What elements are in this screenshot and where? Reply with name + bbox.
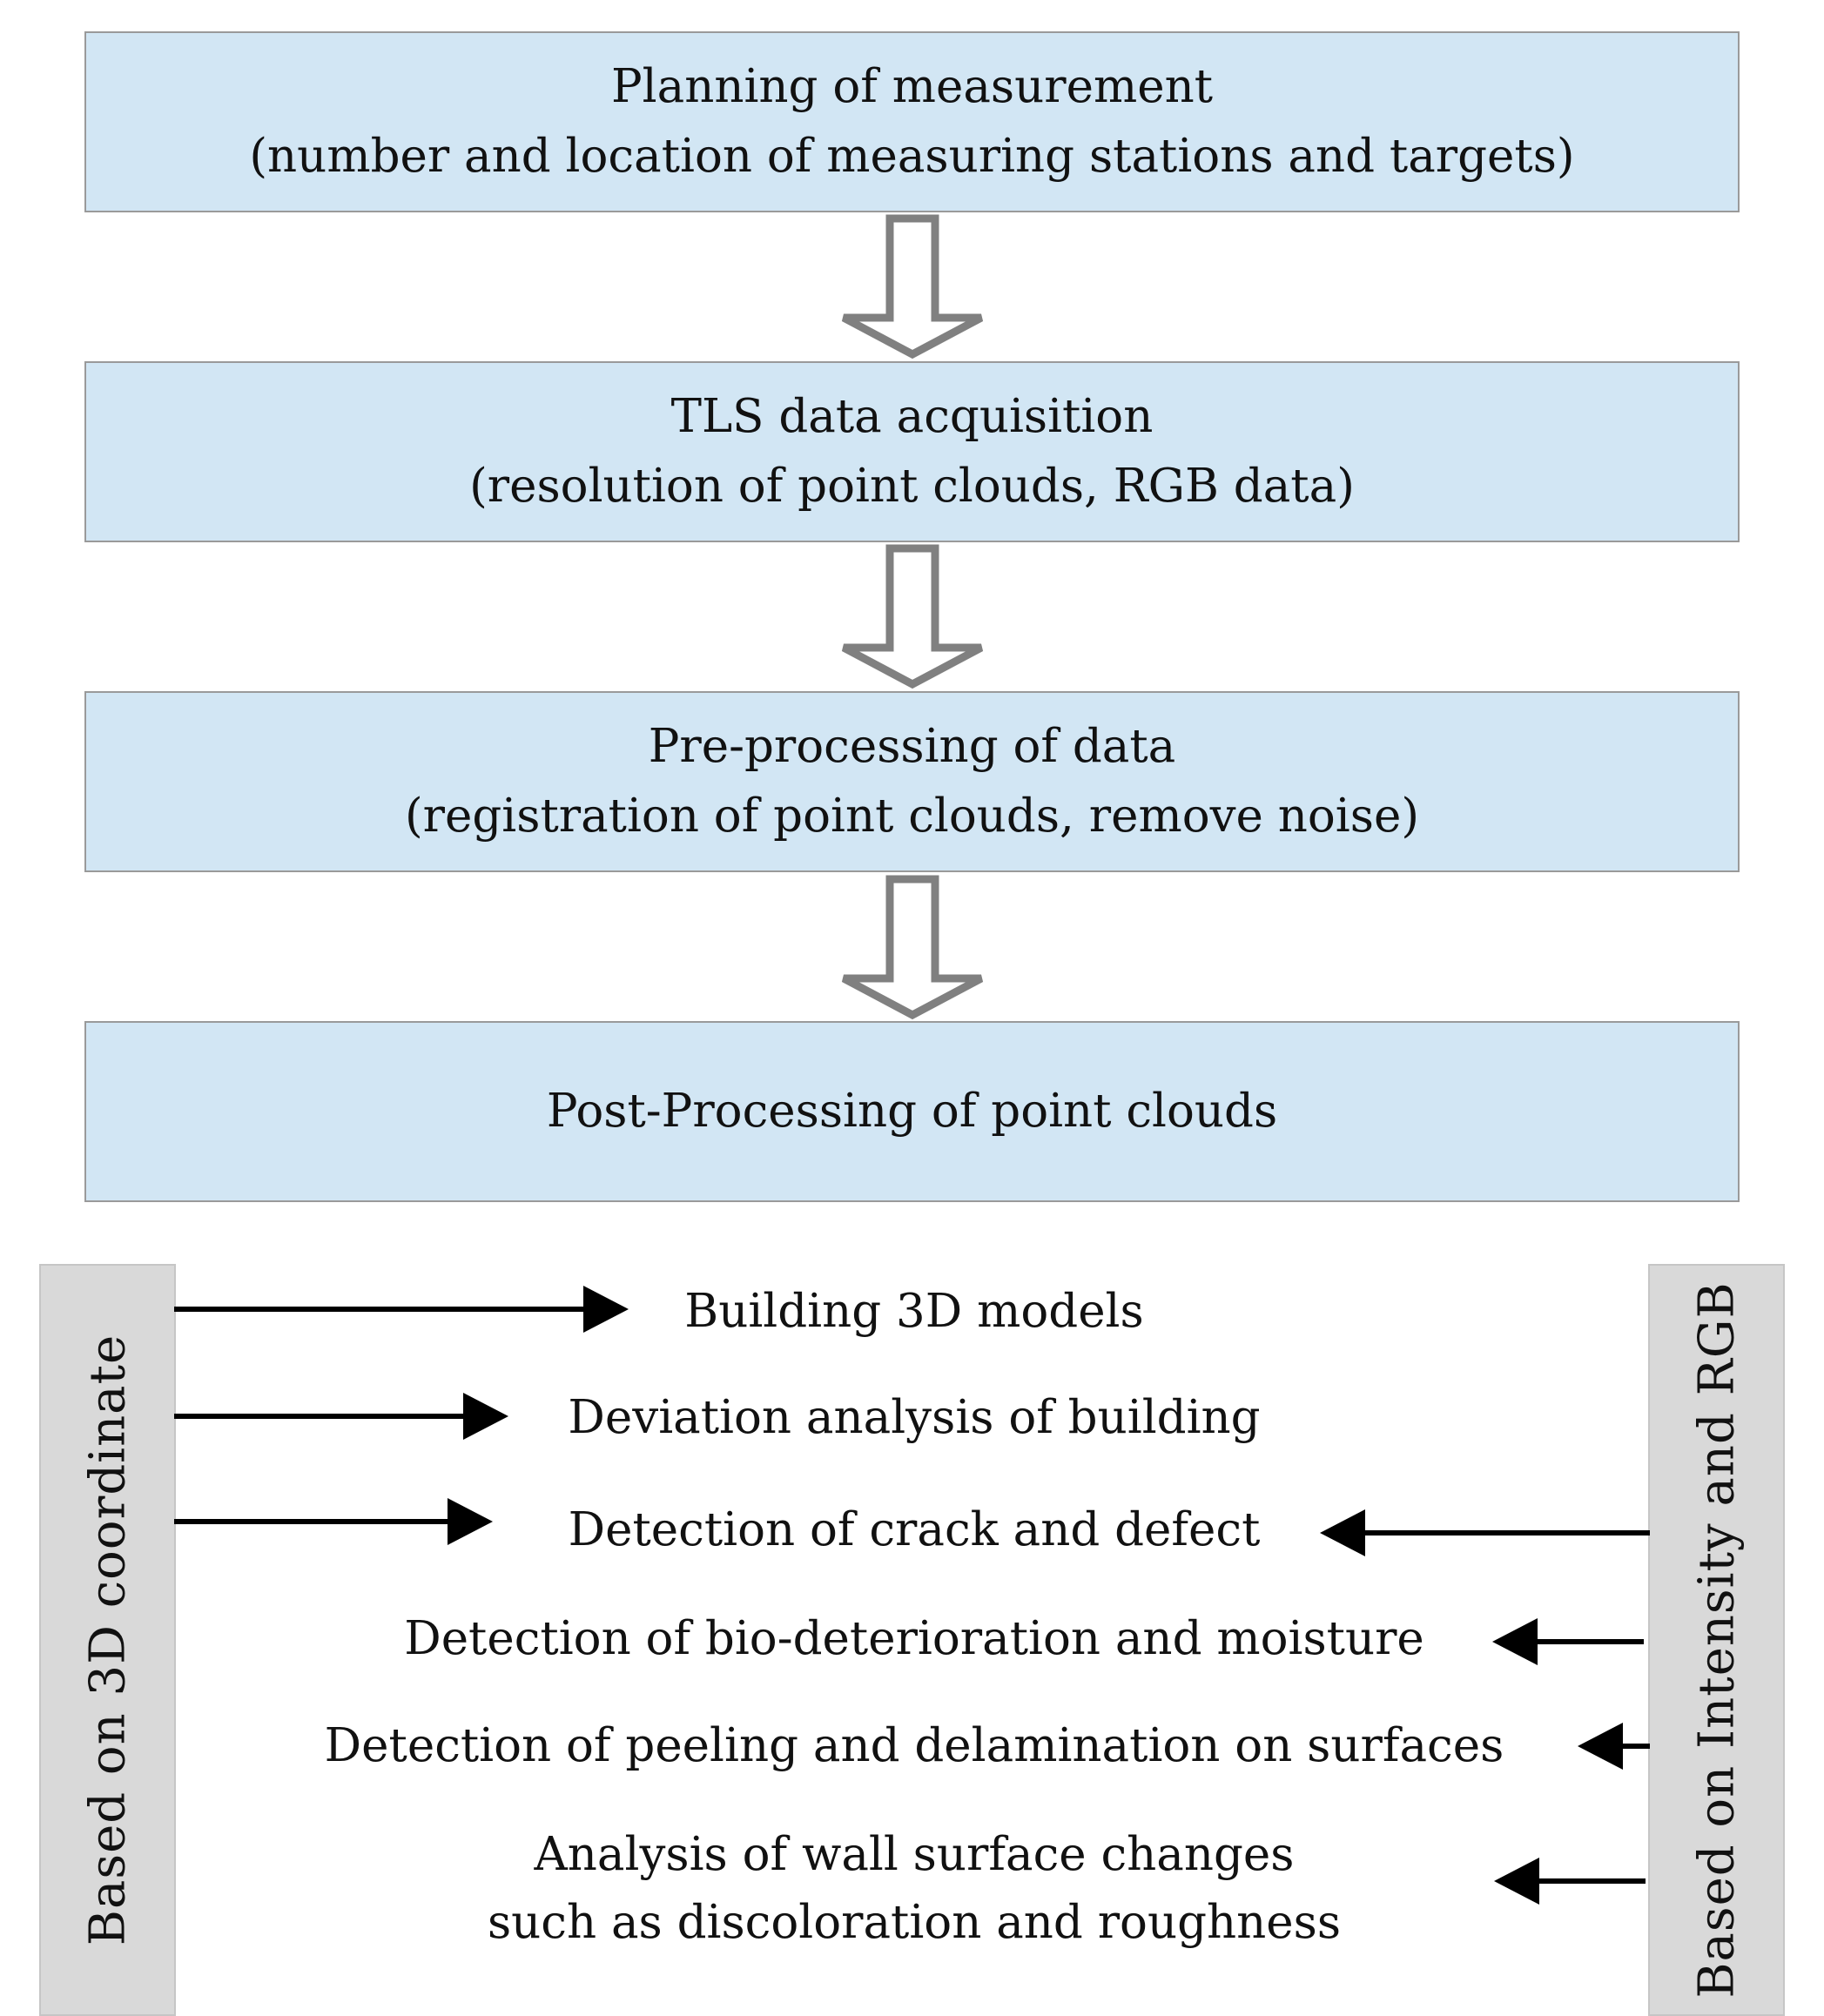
left-group-label: Based on 3D coordinate — [79, 1334, 136, 1946]
right-group-label: Based on Intensity and RGB — [1688, 1281, 1745, 1999]
application-line-1: Analysis of wall surface changes — [534, 1828, 1295, 1881]
step-preprocessing: Pre-processing of data (registration of … — [84, 691, 1740, 872]
application-building-3d-models: Building 3D models — [684, 1285, 1144, 1338]
step-detail: (resolution of point clouds, RGB data) — [469, 460, 1355, 513]
left-group-bar: Based on 3D coordinate — [39, 1264, 176, 2016]
right-arrow-icon — [174, 1393, 508, 1440]
application-wall-surface-changes: Analysis of wall surface changes such as… — [348, 1821, 1480, 1957]
flow-arrow-down-icon — [841, 875, 984, 1020]
left-arrow-icon — [1578, 1723, 1650, 1770]
flow-arrow-down-icon — [841, 214, 984, 360]
left-arrow-icon — [1494, 1858, 1646, 1905]
step-postprocessing: Post-Processing of point clouds — [84, 1021, 1740, 1202]
application-bio-deterioration: Detection of bio-deterioration and moist… — [404, 1612, 1424, 1665]
right-group-bar: Based on Intensity and RGB — [1648, 1264, 1785, 2016]
application-line-2: such as discoloration and roughness — [487, 1896, 1342, 1949]
step-title: Pre-processing of data — [648, 720, 1176, 773]
application-peeling-detection: Detection of peeling and delamination on… — [324, 1719, 1504, 1772]
step-title: Post-Processing of point clouds — [546, 1085, 1278, 1138]
left-arrow-icon — [1320, 1509, 1650, 1556]
step-title: TLS data acquisition — [670, 390, 1154, 443]
right-arrow-icon — [174, 1498, 493, 1545]
flow-arrow-down-icon — [841, 544, 984, 689]
application-deviation-analysis: Deviation analysis of building — [568, 1391, 1261, 1444]
step-detail: (registration of point clouds, remove no… — [404, 790, 1420, 843]
step-acquisition: TLS data acquisition (resolution of poin… — [84, 361, 1740, 542]
step-title: Planning of measurement — [610, 60, 1214, 113]
left-arrow-icon — [1492, 1618, 1644, 1665]
right-arrow-icon — [174, 1286, 629, 1333]
application-crack-detection: Detection of crack and defect — [568, 1503, 1261, 1556]
step-detail: (number and location of measuring statio… — [249, 130, 1575, 183]
step-planning: Planning of measurement (number and loca… — [84, 31, 1740, 212]
